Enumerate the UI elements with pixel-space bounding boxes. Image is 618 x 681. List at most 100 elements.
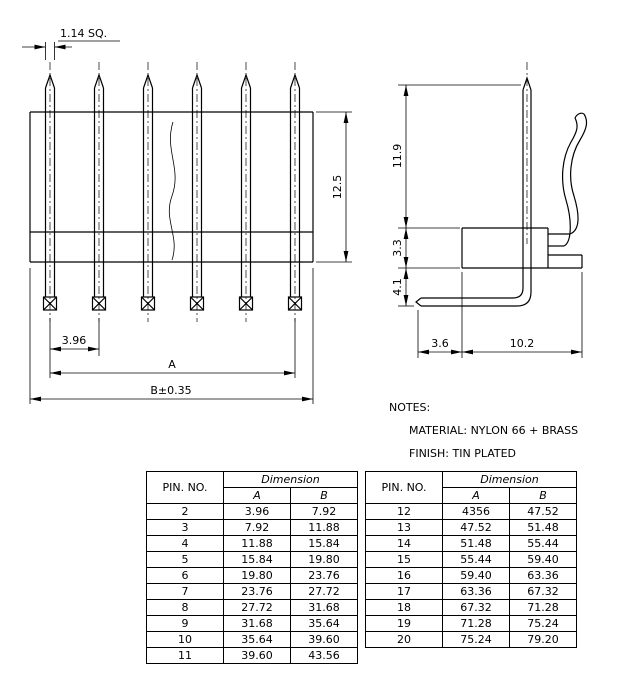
dim-b-cell: 63.36 — [509, 567, 577, 584]
dim-b-cell: 27.72 — [290, 583, 358, 600]
dim-b-cell: 19.80 — [290, 551, 358, 568]
dim-offset-label: 3.6 — [431, 337, 449, 350]
dim-a-cell: 11.88 — [223, 535, 291, 552]
dimension-pin-square: 1.14 SQ. — [22, 27, 120, 60]
dim-a-cell: 31.68 — [223, 615, 291, 632]
dim-b-cell: 75.24 — [509, 615, 577, 632]
dimension-offset: 3.6 — [417, 272, 463, 358]
dimension-body: 3.3 — [391, 228, 460, 269]
pin-no-cell: 16 — [365, 567, 443, 584]
pin-no-cell: 6 — [146, 567, 224, 584]
pin — [238, 62, 254, 322]
dimension-pitch: 3.96 — [49, 318, 100, 378]
pin — [42, 62, 58, 322]
col-b-header: B — [509, 487, 577, 504]
housing-side — [461, 227, 583, 269]
dimension-tail: 11.9 — [391, 84, 521, 229]
dim-a-cell: 59.40 — [442, 567, 510, 584]
dim-a-cell: 3.96 — [223, 503, 291, 520]
dim-a-cell: 27.72 — [223, 599, 291, 616]
dim-b-cell: 15.84 — [290, 535, 358, 552]
dim-b-cell: 51.48 — [509, 519, 577, 536]
pin — [140, 62, 156, 322]
dim-a-cell: 35.64 — [223, 631, 291, 648]
dim-b-cell: 47.52 — [509, 503, 577, 520]
dim-a-cell: 15.84 — [223, 551, 291, 568]
dim-pin-sq-label: 1.14 SQ. — [60, 27, 107, 40]
pin-no-cell: 13 — [365, 519, 443, 536]
pin-no-cell: 14 — [365, 535, 443, 552]
dim-b-cell: 67.32 — [509, 583, 577, 600]
dim-a-cell: 67.32 — [442, 599, 510, 616]
note-finish: FINISH: TIN PLATED — [409, 447, 517, 460]
col-a-header: A — [442, 487, 510, 504]
col-b-header: B — [290, 487, 358, 504]
dim-pitch-label: 3.96 — [62, 334, 87, 347]
dim-a-cell: 19.80 — [223, 567, 291, 584]
dimension-b: B±0.35 — [29, 268, 314, 404]
pin-no-cell: 17 — [365, 583, 443, 600]
dim-a-label: A — [168, 358, 176, 371]
retention-clip — [548, 112, 588, 247]
pin-no-cell: 11 — [146, 647, 224, 664]
dim-a-cell: 51.48 — [442, 535, 510, 552]
right-angle-pin — [415, 62, 532, 307]
dimension-header: Dimension — [442, 471, 577, 488]
dim-a-cell: 23.76 — [223, 583, 291, 600]
pin-no-cell: 7 — [146, 583, 224, 600]
pin-no-cell: 5 — [146, 551, 224, 568]
pin-no-header: PIN. NO. — [365, 471, 443, 504]
notes-heading: NOTES: — [389, 401, 431, 414]
dim-b-cell: 71.28 — [509, 599, 577, 616]
pin-no-cell: 3 — [146, 519, 224, 536]
dim-a-cell: 47.52 — [442, 519, 510, 536]
dim-a-cell: 63.36 — [442, 583, 510, 600]
notes-block: NOTES: MATERIAL: NYLON 66 + BRASS FINISH… — [389, 396, 578, 465]
pin-no-cell: 8 — [146, 599, 224, 616]
dim-b-cell: 59.40 — [509, 551, 577, 568]
pin-no-cell: 19 — [365, 615, 443, 632]
housing-body — [29, 111, 314, 263]
pin-no-header: PIN. NO. — [146, 471, 224, 504]
dim-depth-label: 10.2 — [510, 337, 535, 350]
dim-a-cell: 39.60 — [223, 647, 291, 664]
technical-drawing: 1.14 SQ. 12.5 3.96 A — [22, 27, 588, 404]
side-view: 11.9 3.3 4.1 3.6 — [391, 62, 588, 358]
dimension-depth: 10.2 — [462, 272, 583, 358]
dim-b-cell: 31.68 — [290, 599, 358, 616]
pin — [287, 62, 303, 322]
pin-no-cell: 12 — [365, 503, 443, 520]
dim-b-cell: 23.76 — [290, 567, 358, 584]
dim-b-cell: 79.20 — [509, 631, 577, 648]
dim-tail-label: 11.9 — [391, 144, 404, 169]
dim-b-cell: 43.56 — [290, 647, 358, 664]
dim-leg-label: 4.1 — [391, 278, 404, 296]
dim-a-cell: 55.44 — [442, 551, 510, 568]
note-material: MATERIAL: NYLON 66 + BRASS — [409, 424, 579, 437]
dim-a-cell: 75.24 — [442, 631, 510, 648]
dimension-leg: 4.1 — [391, 268, 414, 307]
dimension-height: 12.5 — [316, 111, 352, 263]
dim-body-label: 3.3 — [391, 239, 404, 257]
dim-height-label: 12.5 — [331, 175, 344, 200]
dim-b-label: B±0.35 — [150, 384, 191, 397]
dimension-a: A — [50, 318, 296, 378]
